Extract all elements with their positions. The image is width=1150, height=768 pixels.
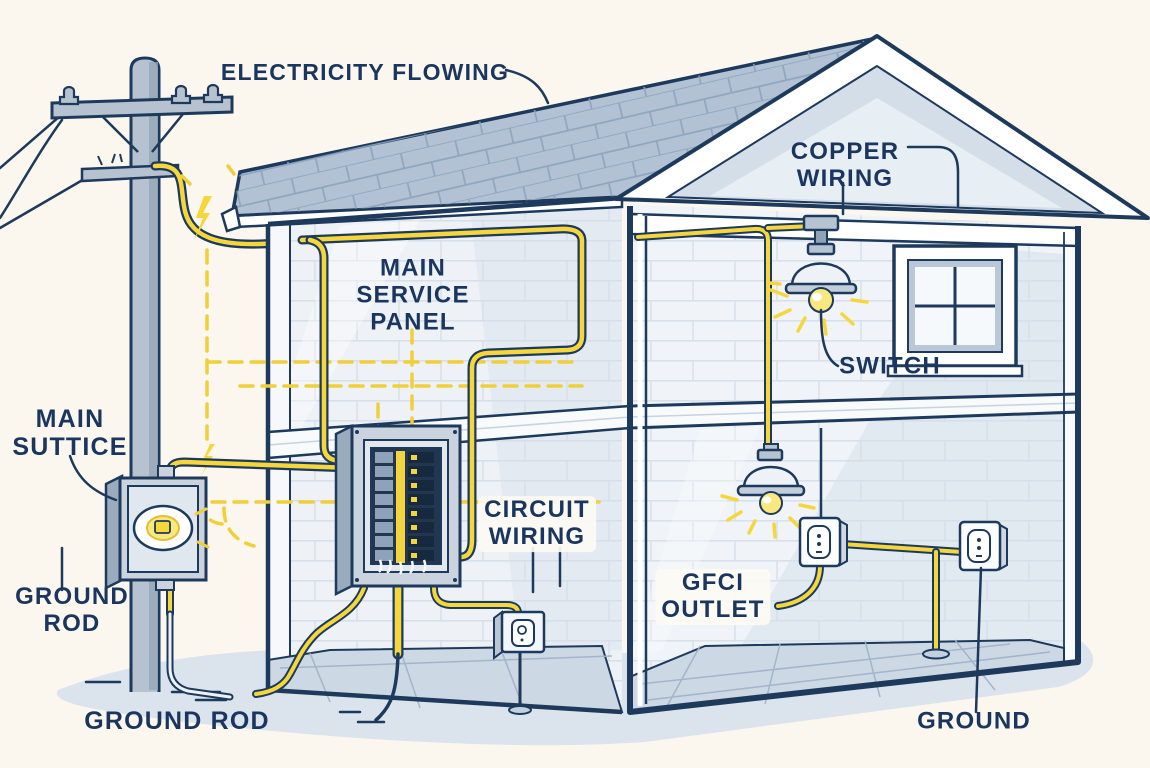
label-line: WIRING <box>488 523 586 550</box>
window <box>886 244 1024 378</box>
label-line: WIRING <box>796 165 894 192</box>
label-line: SERVICE <box>356 281 470 309</box>
leader-ground <box>974 566 983 714</box>
power-lines <box>0 114 88 230</box>
label-line: MAIN <box>379 254 447 282</box>
leader-electricity-flowing <box>504 68 550 105</box>
label-line: GFCI <box>681 569 745 597</box>
leader-circuit-wiring <box>531 546 562 594</box>
label-gfci-outlet: GFCI OUTLET <box>655 569 771 625</box>
leader-switch <box>819 308 840 368</box>
label-line: CIRCUIT <box>484 496 590 524</box>
label-line: GROUND <box>15 583 129 611</box>
label-line: PANEL <box>370 308 456 336</box>
label-line: GROUND <box>917 707 1031 735</box>
light-bulb <box>759 491 783 515</box>
pole-crossarm <box>50 83 234 183</box>
ceiling-light <box>768 214 869 336</box>
label-line: COPPER <box>790 138 900 166</box>
breaker-column-right <box>408 452 434 561</box>
leader-lines <box>60 68 983 714</box>
label-circuit-wiring: CIRCUIT WIRING <box>478 496 596 552</box>
glow-rays <box>768 281 869 336</box>
floor-outlet <box>493 610 546 715</box>
label-ground: GROUND <box>917 707 1031 736</box>
label-main-suttice: MAIN SUTTICE <box>12 405 127 461</box>
panel-screws <box>355 430 457 582</box>
label-main-service-panel: MAIN SERVICE PANEL <box>356 254 470 337</box>
light-bulb <box>808 287 834 313</box>
label-switch: SWITCH <box>839 352 941 381</box>
label-line: OUTLET <box>661 596 765 623</box>
label-line: GROUND ROD <box>84 707 270 735</box>
wall-outlet-right <box>958 520 1008 572</box>
label-line: SUTTICE <box>12 433 128 461</box>
label-ground-rod-lower: GROUND ROD <box>84 707 270 735</box>
gable <box>614 34 1150 220</box>
label-line: MAIN <box>35 405 105 433</box>
label-line: SWITCH <box>839 352 941 380</box>
breaker-column-left <box>375 452 393 561</box>
electric-meter <box>104 465 210 591</box>
breaker-bus-strip <box>396 451 405 563</box>
label-copper-wiring: COPPER WIRING <box>790 138 900 193</box>
service-drop-wire <box>150 161 307 249</box>
label-ground-rod-upper: GROUND ROD <box>15 583 129 638</box>
insulator <box>58 83 224 106</box>
leader-main-suttice <box>68 454 118 502</box>
leader-copper-wiring <box>906 145 960 208</box>
ground-wire-base <box>922 648 950 660</box>
label-electricity-flowing: ELECTRICITY FLOWING <box>220 59 510 86</box>
pendant-light <box>720 443 816 539</box>
label-line: ROD <box>43 610 101 637</box>
label-line: ELECTRICITY FLOWING <box>220 59 510 86</box>
wall-outlet-left <box>798 516 848 568</box>
main-service-panel-box <box>334 423 462 597</box>
glow-rays <box>720 494 816 539</box>
